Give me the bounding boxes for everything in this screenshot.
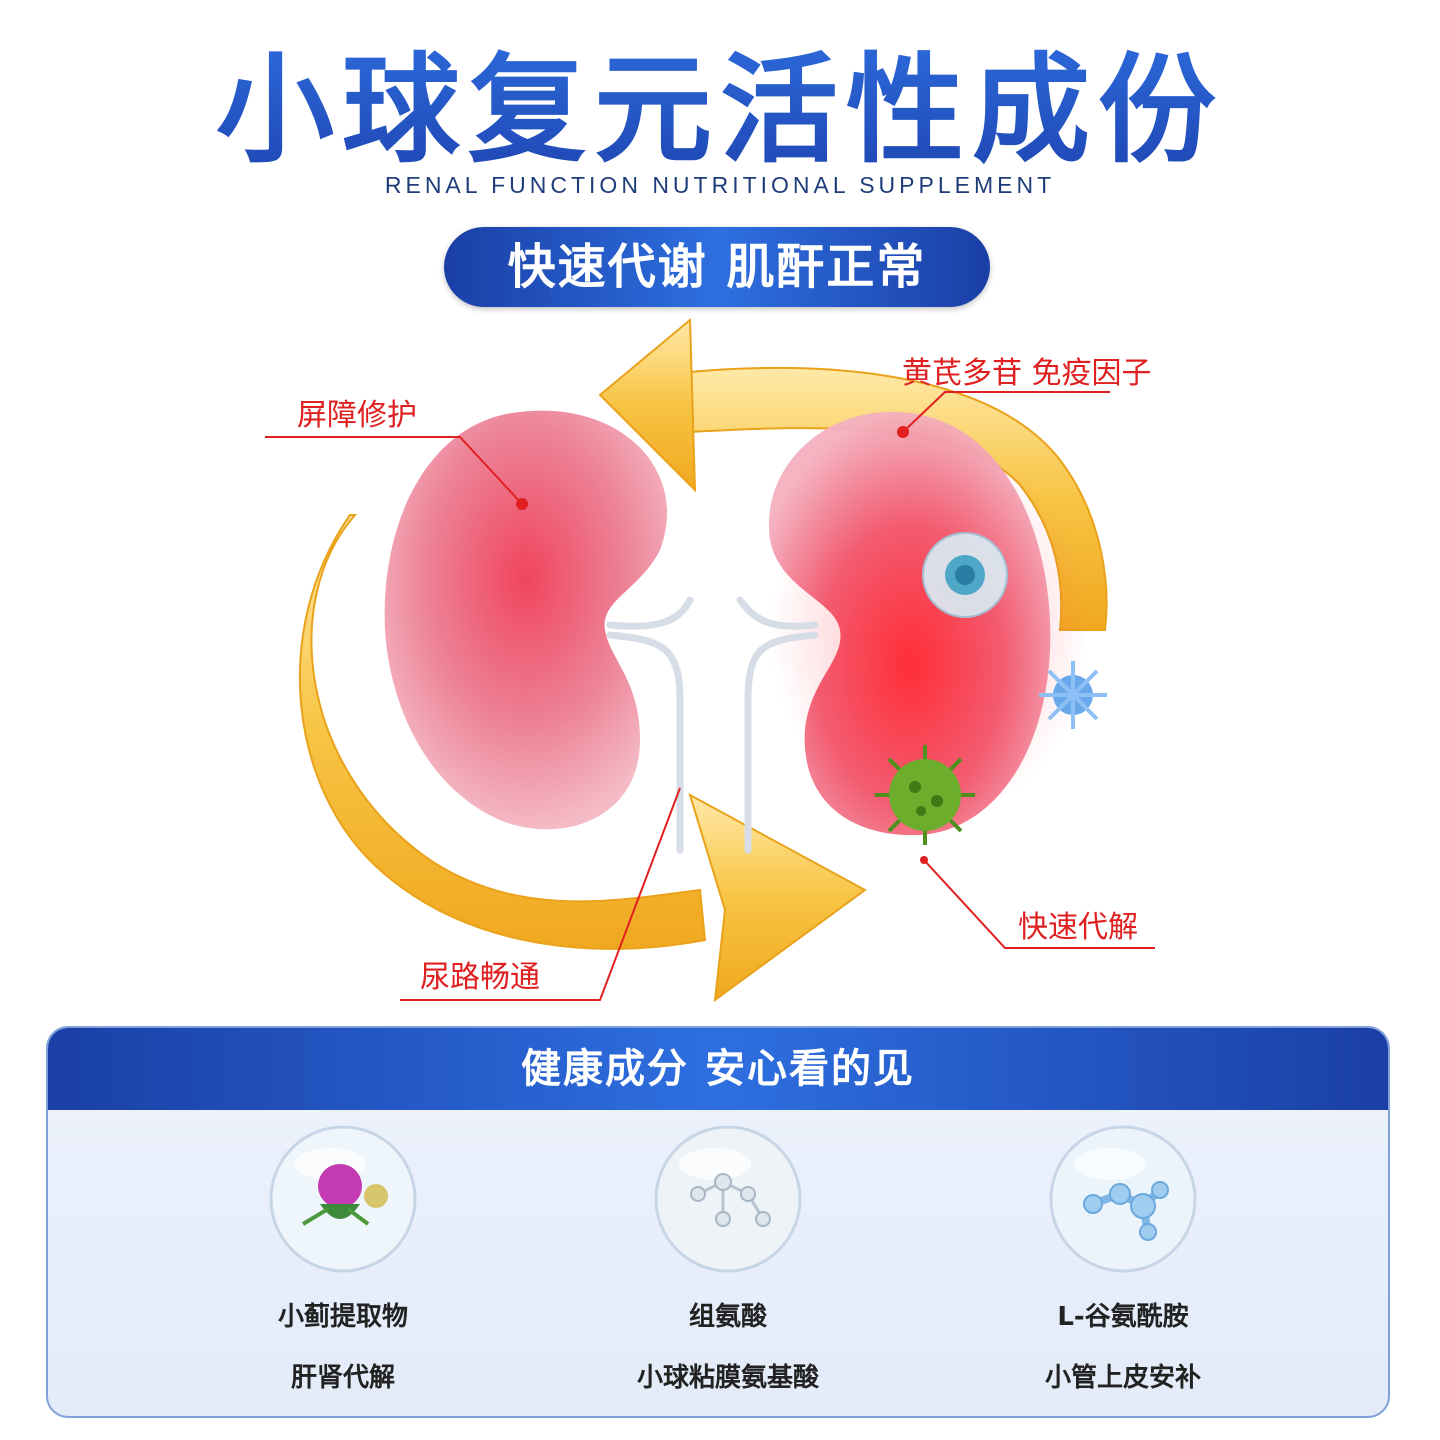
green-virus-icon [875,745,975,845]
ingredient-card: L-谷氨酰胺 小管上皮安补 [943,1124,1303,1394]
ingredient-desc: 肝肾代解 [290,1363,395,1393]
callout-immunity: 黄芪多苷 免疫因子 [902,356,1152,391]
ureter-right [736,596,819,854]
slogan-pill: 快速代谢 肌酐正常 [444,227,990,307]
thistle-flower-icon [269,1125,417,1273]
callout-line-immunity [902,391,1110,433]
ingredient-name: 小蓟提取物 [277,1302,408,1332]
right-kidney [768,411,1051,836]
kidney-illustration [265,317,1155,1003]
ingredient-desc: 小球粘膜氨基酸 [636,1363,819,1393]
left-kidney [384,410,668,830]
callout-barrier: 屏障修护 [297,398,417,433]
cycle-arrow-left [298,514,707,950]
ingredient-desc: 小管上皮安补 [1044,1363,1201,1393]
ingredient-name: L-谷氨酰胺 [1057,1302,1189,1332]
callout-urinary: 尿路畅通 [420,960,540,995]
blue-cell-icon [922,532,1008,618]
molecule-blue-icon [1049,1125,1197,1273]
callout-line-metabolism [923,859,1155,949]
callout-line-urinary [400,787,681,1001]
ureter-left [606,596,694,854]
callout-metabolism: 快速代解 [1018,910,1138,945]
molecule-icon [654,1125,802,1273]
ingredient-card: 组氨酸 小球粘膜氨基酸 [548,1124,908,1394]
panel-title: 健康成分 安心看的见 [48,1028,1388,1110]
ingredients-panel: 健康成分 安心看的见 小蓟提取物 肝肾代解 组氨酸 小球粘膜氨基酸 [46,1026,1390,1418]
cycle-arrowhead-bottom [688,792,867,1003]
cycle-arrowhead-top [598,317,697,493]
callout-line-barrier [265,436,523,505]
blue-spiky-virus-icon [1039,661,1107,729]
ingredient-card: 小蓟提取物 肝肾代解 [163,1124,523,1394]
page-subtitle: RENAL FUNCTION NUTRITIONAL SUPPLEMENT [384,172,1056,198]
ingredient-name: 组氨酸 [688,1302,767,1332]
page-title: 小球复元活性成份 [0,14,1440,185]
